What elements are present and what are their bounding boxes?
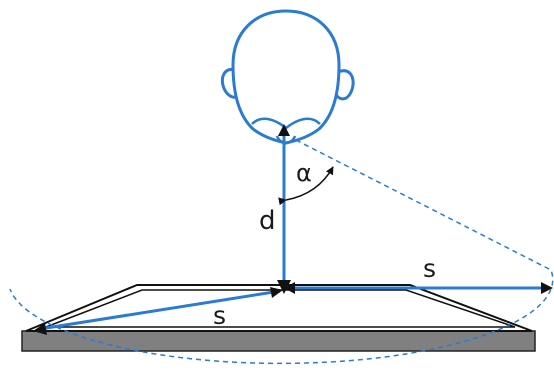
span-right-label: s — [423, 254, 436, 283]
head-outline — [231, 9, 341, 145]
display-base-edge — [21, 330, 536, 352]
span-right-arrowhead — [541, 282, 553, 294]
angle-label: α — [296, 159, 312, 187]
distance-label: d — [259, 206, 276, 236]
right-ear — [334, 69, 355, 101]
span-right-arrowtail — [284, 282, 295, 294]
head-top-view-icon — [220, 9, 355, 145]
display-surface — [21, 284, 536, 352]
distance-arrow-top — [278, 124, 290, 136]
display-top-surface — [25, 284, 533, 332]
span-left-line — [39, 289, 281, 331]
span-left-label: s — [213, 301, 226, 330]
nose — [275, 135, 297, 144]
display-bezel-inner — [45, 289, 516, 328]
viewing-arc — [9, 135, 554, 365]
span-left-arrowtail — [270, 287, 283, 298]
span-left-arrowhead — [33, 323, 47, 335]
distance-arrow-bottom — [277, 280, 291, 294]
angle-arc — [278, 166, 334, 206]
